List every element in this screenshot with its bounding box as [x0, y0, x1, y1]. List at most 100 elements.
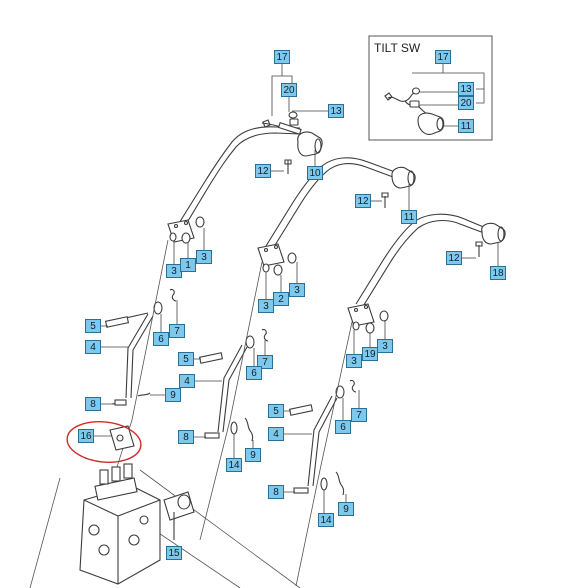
callout-box [85, 319, 101, 333]
callout-c-11-inset: 11 [458, 119, 474, 133]
callout-number: 17 [437, 52, 449, 63]
callout-box [78, 429, 94, 443]
leader-5-4-b [194, 358, 222, 382]
inset-switch-lens [436, 117, 444, 131]
callout-number: 5 [273, 406, 279, 417]
callout-number: 6 [340, 422, 346, 433]
guide-line-1 [115, 239, 169, 471]
guide-line-6 [29, 477, 61, 588]
callout-number: 8 [273, 487, 279, 498]
pin-5-a [104, 316, 130, 328]
washer-14-a [230, 421, 238, 435]
callout-c-14-a: 14 [226, 458, 242, 472]
callout-c-7-a: 7 [169, 324, 185, 338]
callout-c-16: 16 [78, 429, 94, 443]
callout-box [401, 210, 417, 224]
callout-number: 1 [185, 260, 191, 271]
lever-2-screw [381, 192, 389, 208]
callout-box [346, 354, 362, 368]
callout-box [245, 448, 261, 462]
pin-5-c [288, 404, 314, 416]
leader-3-1-3-a [173, 228, 205, 264]
lever-3-rod-outer [355, 213, 487, 305]
leader-3-19-3-c [353, 320, 386, 354]
bolt-hole [273, 244, 279, 250]
callout-box [169, 324, 185, 338]
lever-1-washer-b [169, 232, 177, 242]
control-valve [79, 425, 195, 585]
callout-box [458, 82, 474, 96]
rod-4-c [307, 395, 333, 487]
callout-number: 11 [404, 212, 415, 223]
valve-spool-1 [99, 469, 109, 485]
callout-box [458, 96, 474, 110]
bolt-hole [353, 307, 359, 313]
lever-1-connector [288, 111, 298, 119]
leader-5-4-c [284, 410, 312, 435]
lever-3-bushing [365, 322, 375, 334]
lever-1-knob-lens [314, 138, 322, 154]
callout-box [85, 397, 101, 411]
bolt-hole [263, 247, 269, 253]
clip-9-c [335, 471, 345, 496]
callout-c-7-c: 7 [351, 408, 367, 422]
callout-c-13-top: 13 [328, 104, 344, 118]
lever-3-washer [379, 310, 389, 322]
rod-4-b [217, 344, 243, 433]
leader-8-9-a [101, 394, 165, 405]
bracket-16 [109, 425, 135, 451]
lever-1-bushing [181, 232, 191, 244]
callout-number: 10 [309, 168, 321, 179]
callout-c-6-a: 6 [153, 332, 169, 346]
pin-5-b [198, 352, 224, 364]
pin-8-a-body [114, 399, 127, 406]
callout-box [458, 119, 474, 133]
bolt-hole [363, 304, 369, 310]
callout-c-17-inset: 17 [435, 50, 451, 64]
callout-c-12-a: 12 [255, 164, 271, 178]
lever-assembly-3 [347, 213, 506, 334]
callout-number: 14 [228, 460, 240, 471]
callout-number: 7 [356, 410, 362, 421]
callout-c-3-b: 3 [196, 250, 212, 264]
bolt-hole [173, 223, 179, 229]
callout-number: 8 [183, 432, 189, 443]
callout-number: 3 [263, 301, 269, 312]
callout-box [179, 374, 195, 388]
rod-4-c2 [312, 397, 338, 487]
callout-number: 4 [184, 376, 190, 387]
callout-c-12-b: 12 [355, 194, 371, 208]
callout-number: 7 [174, 326, 180, 337]
leader-5-4-a [101, 325, 128, 348]
callout-c-4-b: 4 [179, 374, 195, 388]
callout-c-3-a: 3 [166, 264, 182, 278]
bracket-15-bearing [177, 494, 191, 510]
callout-c-20-inset: 20 [458, 96, 474, 110]
valve-port [98, 544, 110, 556]
callout-c-14-b: 14 [318, 513, 334, 527]
clip-9-b [244, 417, 254, 442]
lever-2-washer-b [262, 263, 270, 273]
callout-number: 4 [273, 429, 279, 440]
callout-box [85, 340, 101, 354]
clevis-6-b [245, 335, 255, 349]
valve-port [88, 524, 100, 536]
inset-tilt-switch-body [417, 112, 445, 135]
callout-number: 11 [461, 121, 472, 132]
callout-number: 12 [357, 196, 369, 207]
callout-c-8-a: 8 [85, 397, 101, 411]
inset-wire-harness [387, 91, 431, 117]
callout-number: 7 [262, 357, 268, 368]
callout-c-3-e: 3 [346, 354, 362, 368]
clevis-6-c [335, 385, 345, 399]
callout-c-10: 10 [307, 166, 323, 180]
pin-8-c-body [293, 487, 309, 494]
callout-box [281, 83, 297, 97]
bracket-16-hole [116, 434, 124, 442]
callout-c-12-c: 12 [446, 251, 462, 265]
lever-1-rod-inner [181, 132, 301, 232]
callout-c-2: 2 [273, 292, 289, 306]
clip-7-a [169, 288, 177, 302]
callout-box [318, 513, 334, 527]
